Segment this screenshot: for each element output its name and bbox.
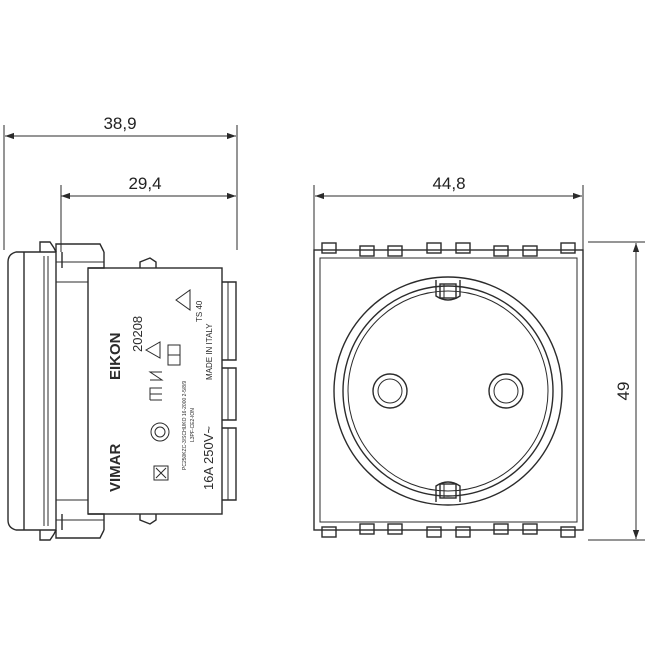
sn-marking-icon xyxy=(148,371,164,401)
origin-text: MADE IN ITALY xyxy=(205,323,214,380)
dimension-overall-depth: 38,9 xyxy=(3,114,238,250)
rating-text: 16A 250V~ xyxy=(201,426,216,490)
dimension-label-body-depth: 29,4 xyxy=(128,174,161,193)
standard-text-2: L3PF-CE2-ION xyxy=(190,408,196,442)
approval-text: TS 40 xyxy=(195,300,204,322)
socket-inner-ring xyxy=(342,285,554,497)
dimension-label-width: 44,8 xyxy=(432,174,465,193)
code-text: 20208 xyxy=(130,316,145,352)
earth-symbol-icon xyxy=(150,422,170,442)
brand-text: VIMAR xyxy=(107,444,124,493)
earth-contact-top-icon xyxy=(435,280,461,301)
earth-contact-bottom-icon xyxy=(435,481,461,502)
side-view xyxy=(7,241,237,541)
bottom-clips xyxy=(321,523,576,538)
socket-outer-ring xyxy=(333,276,563,506)
dimension-width: 44,8 xyxy=(313,174,584,250)
dimension-body-depth: 29,4 xyxy=(60,174,236,252)
nz-mark-icon xyxy=(153,465,169,481)
series-text: EIKON xyxy=(107,332,124,380)
dimension-height: 49 xyxy=(588,241,645,541)
pin-hole-left-icon xyxy=(372,373,408,409)
pin-hole-right-icon xyxy=(488,373,524,409)
dimension-label-height: 49 xyxy=(614,382,633,401)
body-markings: VIMAR EIKON 20208 16A 250V~ MADE IN ITAL… xyxy=(107,289,216,493)
certification-triangle-icon xyxy=(144,289,191,366)
dimension-label-overall-depth: 38,9 xyxy=(103,114,136,133)
top-clips xyxy=(321,242,576,257)
front-view xyxy=(313,242,584,538)
standard-text-1: PC250KZC-3/SCHUKO 16-2000 2-5/8/9 xyxy=(182,381,188,470)
